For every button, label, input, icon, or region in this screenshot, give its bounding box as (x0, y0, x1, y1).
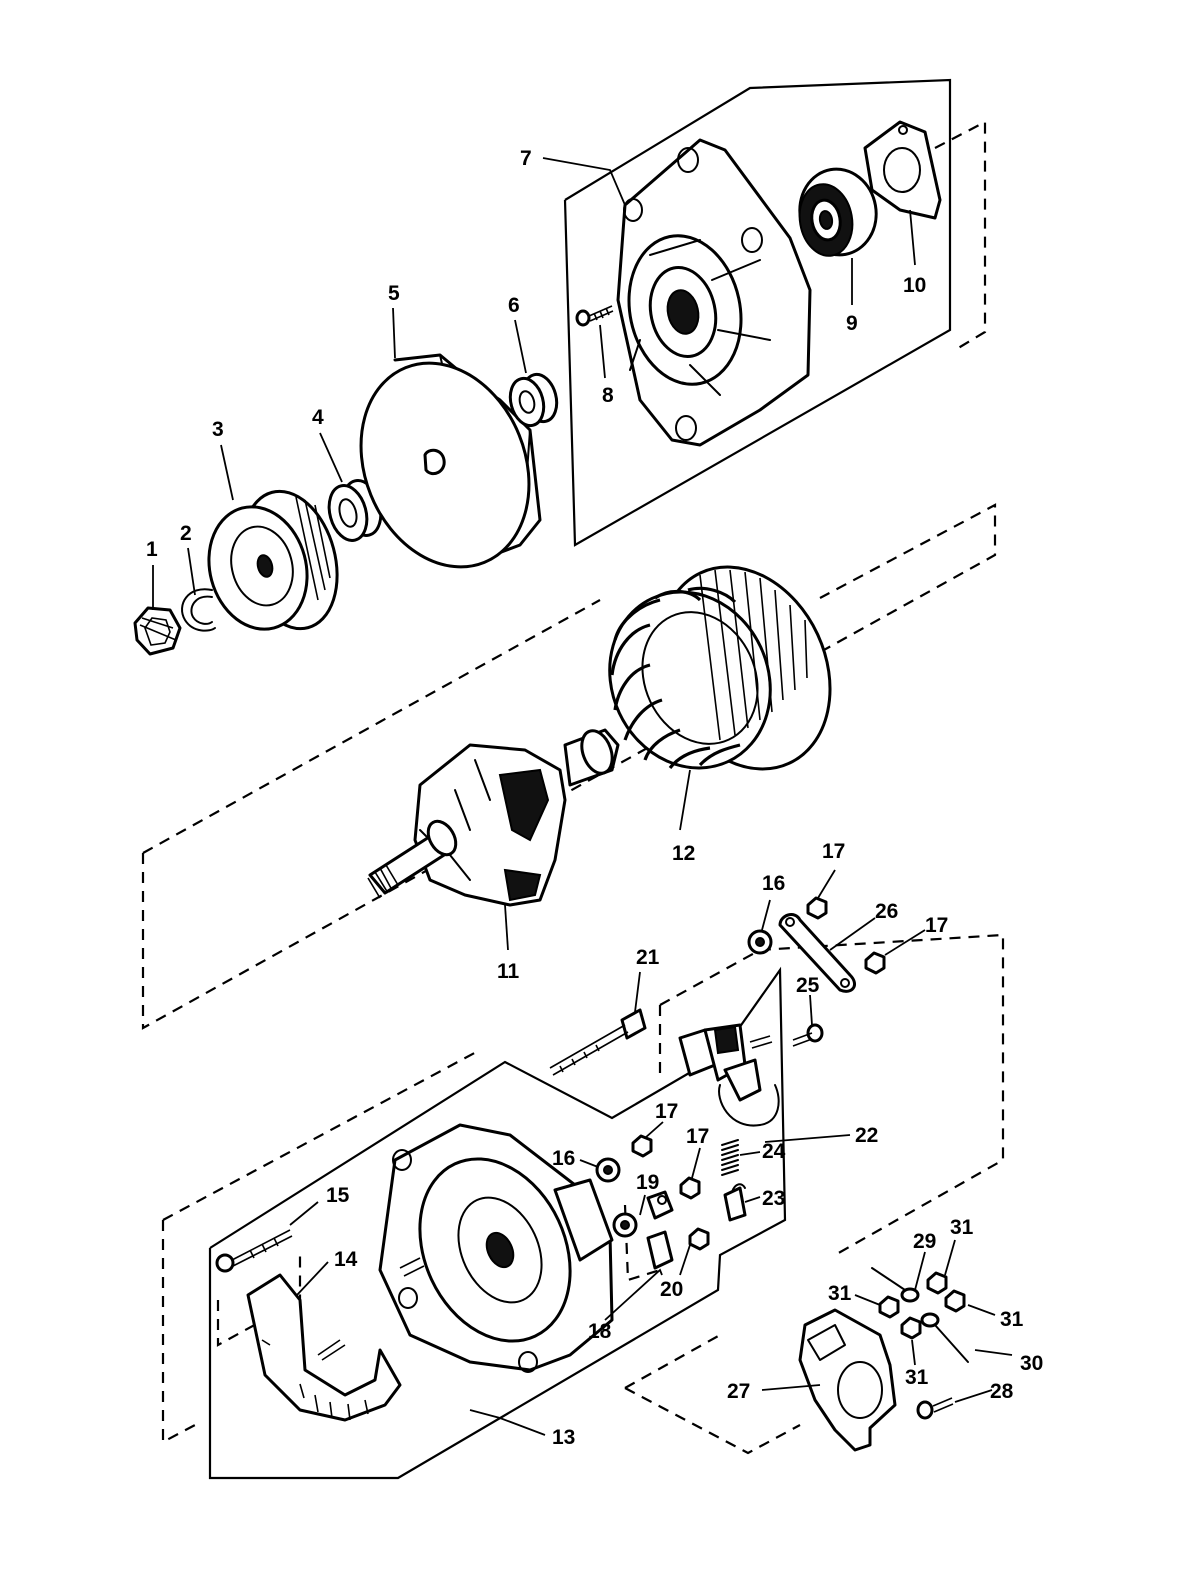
callout-31c: 31 (1000, 1308, 1024, 1331)
callout-22: 22 (855, 1124, 878, 1147)
part-cover (798, 1308, 897, 1452)
callout-4: 4 (312, 406, 324, 429)
callout-9: 9 (846, 312, 858, 335)
part-brush-holder (678, 1023, 780, 1127)
callout-labels: 1 2 3 4 5 6 7 8 9 10 11 12 13 14 15 16 1… (146, 147, 1043, 1449)
callout-31d: 31 (905, 1366, 929, 1389)
callout-8: 8 (602, 384, 614, 407)
part-screw-8 (575, 305, 614, 327)
part-strap (778, 913, 856, 993)
stator-windings (610, 586, 741, 770)
callout-25: 25 (796, 974, 820, 997)
part-stator (608, 565, 832, 771)
part-inner-spacer (508, 372, 559, 428)
callout-26: 26 (875, 900, 898, 923)
part-nuts-washers (595, 896, 886, 1270)
part-leads-nuts (871, 1267, 969, 1363)
part-nut (133, 606, 182, 656)
callout-29: 29 (913, 1230, 936, 1253)
callout-5: 5 (388, 282, 400, 305)
callout-13: 13 (552, 1426, 575, 1449)
part-bearing (798, 167, 878, 257)
callout-12: 12 (672, 842, 695, 865)
part-fan (359, 353, 542, 569)
callout-28: 28 (990, 1380, 1014, 1403)
leader-lines (152, 157, 1013, 1436)
callout-11: 11 (497, 960, 520, 983)
part-snap-ring (181, 588, 216, 632)
part-rear-housing (378, 1123, 614, 1373)
enclosure-outlines (141, 78, 1005, 1480)
part-brush (723, 1183, 747, 1222)
callout-2: 2 (180, 522, 192, 545)
callout-3: 3 (212, 418, 224, 441)
callout-31a: 31 (950, 1216, 974, 1239)
callout-15: 15 (326, 1184, 350, 1207)
callout-7: 7 (520, 147, 532, 170)
part-bolt-21 (549, 1008, 647, 1076)
callout-6: 6 (508, 294, 520, 317)
callout-20: 20 (660, 1278, 683, 1301)
part-spacer (327, 479, 383, 542)
callout-16b: 16 (552, 1147, 575, 1170)
callout-19: 19 (636, 1171, 659, 1194)
callout-31b: 31 (828, 1282, 852, 1305)
callout-24: 24 (762, 1140, 786, 1163)
callout-17d: 17 (686, 1125, 709, 1148)
callout-18: 18 (588, 1320, 612, 1343)
part-screw-15 (215, 1229, 293, 1273)
callout-14: 14 (334, 1248, 358, 1271)
part-pulley (207, 489, 339, 631)
callout-1: 1 (146, 538, 158, 561)
part-spring (721, 1139, 739, 1176)
part-screw-25 (792, 1023, 824, 1047)
callout-23: 23 (762, 1187, 785, 1210)
part-rotor (367, 728, 620, 907)
part-retainer-plate (863, 120, 942, 220)
callout-30: 30 (1020, 1352, 1043, 1375)
part-screw-28 (916, 1397, 954, 1420)
part-drive-end-housing (616, 138, 812, 447)
callout-10: 10 (903, 274, 926, 297)
callout-17b: 17 (925, 914, 948, 937)
callout-17a: 17 (822, 840, 845, 863)
callout-16a: 16 (762, 872, 785, 895)
part-rectifier (246, 1257, 425, 1422)
callout-21: 21 (636, 946, 660, 969)
callout-17c: 17 (655, 1100, 678, 1123)
callout-27: 27 (727, 1380, 750, 1403)
